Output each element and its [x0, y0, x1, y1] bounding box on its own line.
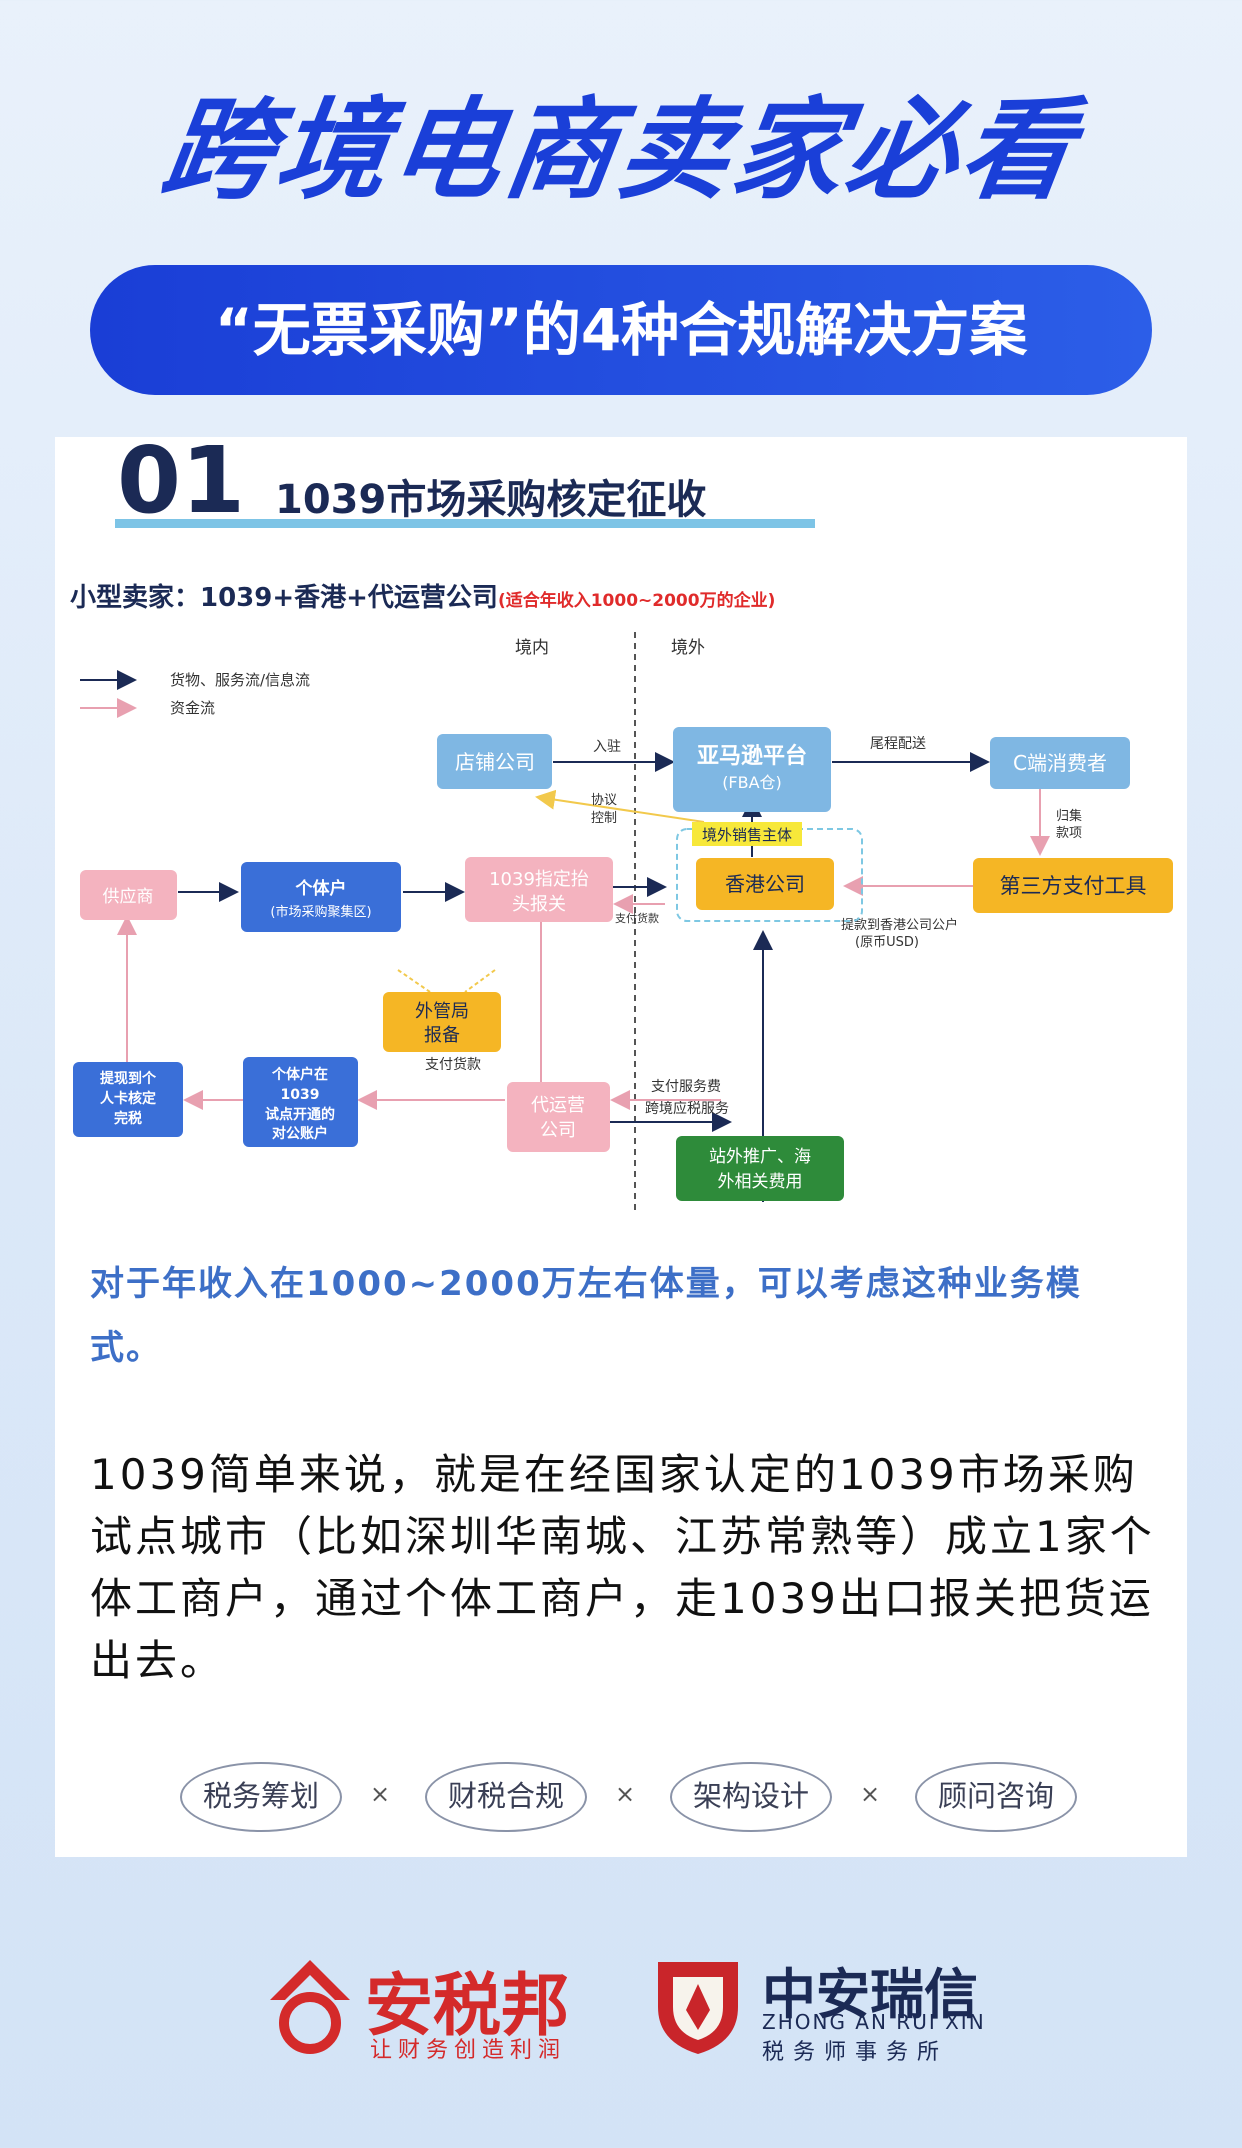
edge-label-collect-1: 归集 [1056, 808, 1082, 824]
node-customs [465, 857, 613, 922]
section-title: 1039市场采购核定征收 [275, 477, 707, 523]
page-title: 跨境电商卖家必看 [154, 86, 1085, 214]
subtitle-banner: “无票采购”的4种合规解决方案 [90, 265, 1152, 395]
anshuibang-logo-icon [270, 1960, 350, 2054]
edge-label-agreement-1: 协议 [591, 793, 617, 808]
tag-consulting: 顾问咨询 [915, 1762, 1077, 1832]
edge-label-collect-2: 款项 [1056, 826, 1082, 841]
node-consumer [990, 737, 1130, 789]
node-account [243, 1057, 358, 1147]
node-forex [383, 992, 501, 1052]
edge-label-withdraw-2: (原币USD) [855, 935, 919, 950]
node-customs-line2: 头报关 [512, 894, 566, 915]
legend-funds: 资金流 [170, 699, 215, 717]
node-promo [676, 1136, 844, 1201]
node-hk-label: 香港公司 [725, 872, 805, 896]
brand-anshuibang-slogan: 让财务创造利润 [370, 2038, 567, 2063]
body-paragraph: 1039简单来说，就是在经国家认定的1039市场采购试点城市（比如深圳华南城、江… [90, 1450, 1155, 1685]
tag-separator: × [615, 1780, 636, 1808]
node-amazon [673, 727, 831, 812]
tag-architecture: 架构设计 [670, 1762, 832, 1832]
edge-label-lastmile: 尾程配送 [870, 736, 926, 752]
brand-zhonganruixin-cn: 税务师事务所 [762, 2040, 949, 2065]
highlight-text: 对于年收入在1000~2000万左右体量，可以考虑这种业务模式。 [90, 1264, 1082, 1368]
edge-label-tax-service: 跨境应税服务 [645, 1100, 729, 1117]
edge-label-settle: 入驻 [593, 739, 621, 755]
node-supplier-label: 供应商 [103, 887, 154, 907]
node-forex-line2: 报备 [424, 1025, 460, 1046]
node-withdraw-line2: 人卡核定 [100, 1090, 156, 1107]
seller-note: (适合年收入1000~2000万的企业) [497, 591, 776, 611]
node-hk-tag-label: 境外销售主体 [702, 826, 792, 844]
node-hk [696, 858, 834, 910]
node-agency-line1: 代运营 [531, 1095, 585, 1116]
seller-type: 小型卖家：1039+香港+代运营公司(适合年收入1000~2000万的企业) [70, 577, 775, 614]
tag-separator: × [860, 1780, 881, 1808]
node-agency [507, 1082, 610, 1152]
node-supplier [80, 870, 177, 920]
edge-label-agreement-2: 控制 [591, 811, 617, 826]
node-withdraw-line3: 完税 [114, 1110, 142, 1127]
node-individual-sub: (市场采购聚集区) [270, 904, 371, 920]
node-shop-label: 店铺公司 [455, 750, 535, 774]
node-account-line2: 1039 [281, 1087, 320, 1103]
node-account-line1: 个体户在 [271, 1066, 328, 1083]
node-promo-line2: 外相关费用 [718, 1172, 803, 1192]
edge-forex-link-2 [464, 969, 496, 993]
zhonganruixin-logo-icon [658, 1962, 738, 2054]
tag-tax-compliance: 财税合规 [425, 1762, 587, 1832]
region-overseas: 境外 [671, 638, 705, 658]
node-payment-label: 第三方支付工具 [1000, 874, 1147, 898]
edge-label-pay-small: 支付货款 [615, 911, 659, 925]
node-customs-line1: 1039指定抬 [489, 869, 589, 890]
edge-label-pay-service: 支付服务费 [651, 1079, 721, 1095]
node-withdraw-line1: 提现到个 [100, 1070, 157, 1087]
title-underline [115, 519, 815, 528]
footer: 安税邦 让财务创造利润 中安瑞信 ZHONG AN RUI XIN 税务师事务所 [0, 1950, 1242, 2065]
node-amazon-label: 亚马逊平台 [697, 743, 807, 769]
edge-label-pay-goods: 支付货款 [425, 1056, 481, 1073]
node-withdraw [73, 1062, 183, 1137]
region-domestic: 境内 [515, 638, 549, 658]
brand-zhonganruixin-en: ZHONG AN RUI XIN [762, 2010, 986, 2034]
node-promo-line1: 站外推广、海 [709, 1147, 811, 1167]
edge-forex-link-1 [397, 969, 431, 993]
node-individual [241, 862, 401, 932]
edge-hk-shop-control [535, 789, 705, 823]
node-hk-tag [692, 822, 802, 846]
node-individual-label: 个体户 [295, 878, 347, 899]
node-amazon-sub: (FBA仓) [722, 773, 782, 792]
flow-diagram: 货物、服务流/信息流 资金流 境内 境外 入驻 尾程配送 协议 控制 跨境应税服… [73, 632, 1173, 1212]
section-number: 01 [117, 427, 246, 534]
legend-goods: 货物、服务流/信息流 [170, 671, 310, 689]
brand-zhonganruixin: 中安瑞信 [762, 1963, 978, 2026]
node-payment [973, 858, 1173, 913]
node-account-line3: 试点开通的 [265, 1106, 335, 1123]
brand-anshuibang: 安税邦 [365, 1967, 570, 2046]
content-card: 01 1039市场采购核定征收 小型卖家：1039+香港+代运营公司(适合年收入… [55, 427, 1187, 1857]
node-shop [437, 734, 552, 789]
node-forex-line1: 外管局 [415, 1001, 469, 1022]
edge-label-withdraw-1: 提款到香港公司公户 [841, 917, 958, 933]
node-account-line4: 对公账户 [272, 1125, 328, 1142]
tag-tax-planning: 税务筹划 [180, 1762, 342, 1832]
node-consumer-label: C端消费者 [1013, 751, 1107, 775]
node-agency-line2: 公司 [540, 1120, 576, 1141]
seller-type-label: 小型卖家：1039+香港+代运营公司 [70, 583, 498, 613]
tag-separator: × [370, 1780, 391, 1808]
